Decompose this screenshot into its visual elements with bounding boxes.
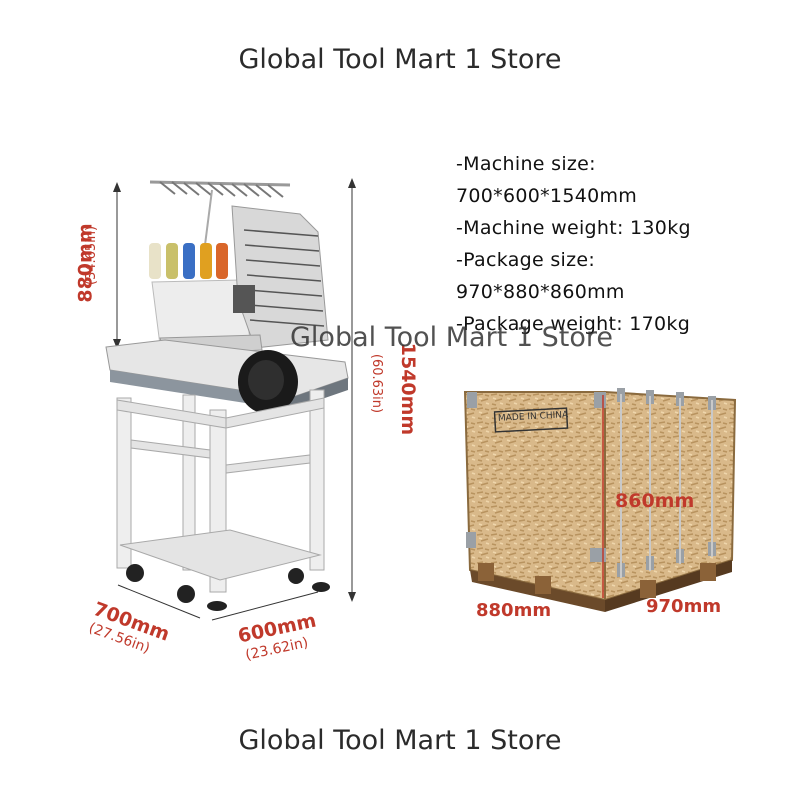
spec-line: -Package size: <box>456 249 596 271</box>
embroidery-machine-image <box>105 178 356 621</box>
spec-line: -Machine size: <box>456 153 596 175</box>
spec-line: 700*600*1540mm <box>456 185 638 207</box>
store-name-footer: Global Tool Mart 1 Store <box>238 725 562 756</box>
total-height-inch-label: (60.63in) <box>369 353 385 414</box>
store-name-header: Global Tool Mart 1 Store <box>238 44 562 75</box>
crate-height-label: 860mm <box>615 490 695 512</box>
spec-line: -Machine weight: 130kg <box>456 217 691 239</box>
spec-list: -Machine size: 700*600*1540mm -Machine w… <box>456 148 691 340</box>
spec-line: 970*880*860mm <box>456 281 625 303</box>
store-watermark: Global Tool Mart 1 Store <box>290 322 613 353</box>
total-height-label: 1540mm <box>397 342 420 436</box>
spec-line: -Package weight: 170kg <box>456 313 691 335</box>
crate-depth-label: 880mm <box>476 600 552 621</box>
wooden-crate-image <box>463 388 737 612</box>
head-height-inch-label: (34.65in) <box>84 225 100 286</box>
crate-width-label: 970mm <box>646 596 722 617</box>
